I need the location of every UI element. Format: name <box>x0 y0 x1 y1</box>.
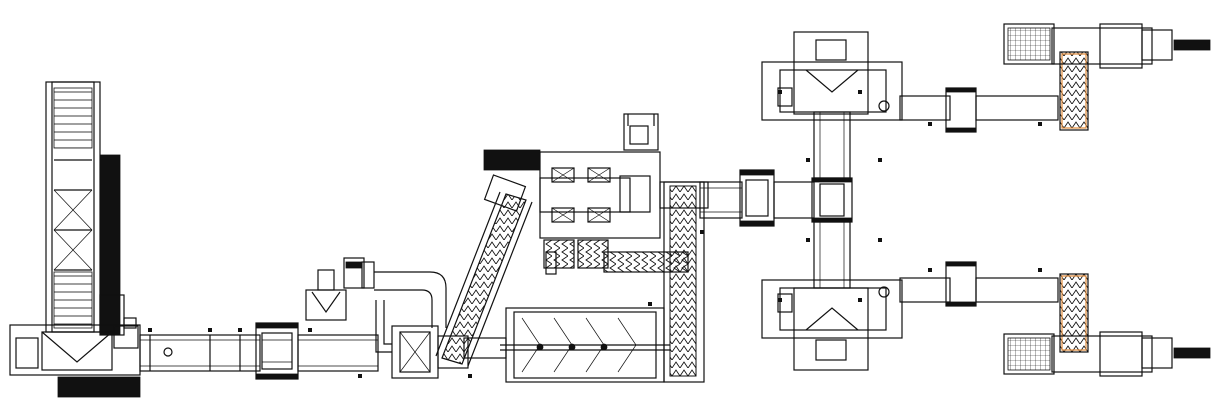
inclined-conveyor <box>435 174 533 367</box>
hatched-feeder-lower <box>543 239 689 275</box>
base-hopper <box>9 317 141 398</box>
support-post <box>878 158 882 162</box>
support-post <box>148 328 152 332</box>
support-post <box>1038 122 1042 126</box>
belt-bottom-right-1 <box>899 277 951 303</box>
support-post <box>806 238 810 242</box>
belt-top-right-1 <box>899 95 951 121</box>
support-post <box>238 328 242 332</box>
main-duct <box>699 181 743 219</box>
screen-unit-1 <box>255 322 299 380</box>
support-post <box>928 122 932 126</box>
distribution-head <box>811 177 853 223</box>
grid-screen-top <box>1003 23 1211 69</box>
support-post <box>648 302 652 306</box>
black-panel <box>483 149 541 171</box>
belt-conveyor-2 <box>297 334 379 372</box>
support-post <box>806 158 810 162</box>
vertical-hatched-conveyor <box>659 181 709 383</box>
support-post <box>778 298 782 302</box>
tall-feed-conveyor <box>45 81 101 333</box>
support-post <box>468 374 472 378</box>
grid-screen-bottom <box>1003 331 1211 377</box>
support-post <box>878 238 882 242</box>
support-post <box>858 298 862 302</box>
support-post <box>208 328 212 332</box>
support-post <box>778 90 782 94</box>
ducting <box>374 271 447 353</box>
hatched-conveyor-bottom <box>1059 273 1089 353</box>
processing-module-top <box>761 31 903 121</box>
support-post <box>358 374 362 378</box>
support-post <box>1038 268 1042 272</box>
upper-building <box>539 113 661 239</box>
support-post <box>858 90 862 94</box>
feed-hopper-upper <box>305 257 375 321</box>
support-markers <box>148 90 1042 378</box>
belt-conveyor-1 <box>139 334 261 372</box>
support-post <box>928 268 932 272</box>
screen-unit-center <box>739 169 775 227</box>
support-post <box>700 230 704 234</box>
mixer-drum <box>463 307 670 383</box>
support-post <box>308 328 312 332</box>
drive-housing <box>99 154 121 336</box>
hatched-conveyor-top <box>1059 51 1089 131</box>
processing-module-bottom <box>761 279 903 371</box>
